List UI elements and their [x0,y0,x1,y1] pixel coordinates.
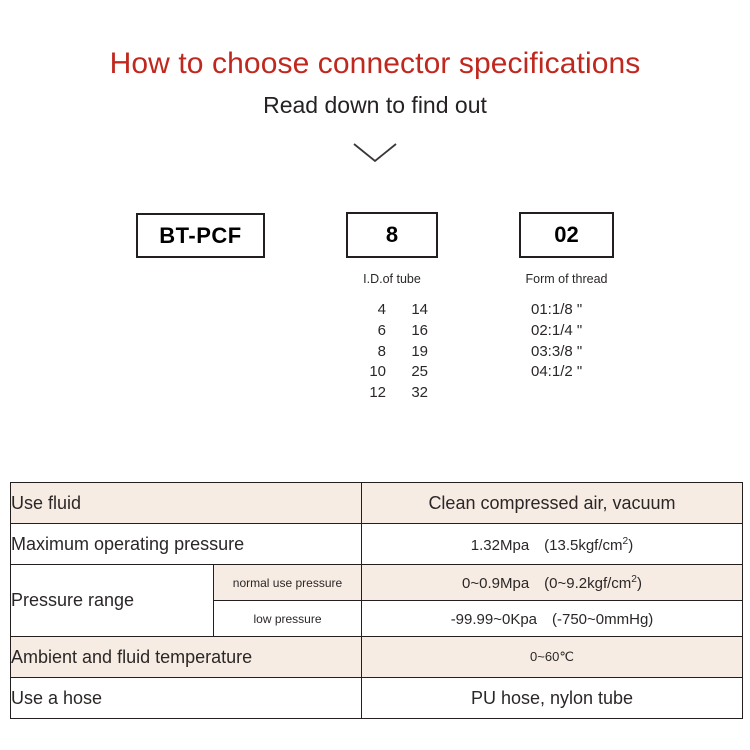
row-value: 0~60℃ [361,636,743,678]
row-label: Pressure range [10,564,214,637]
tube-od: 25 [411,363,428,381]
thread-form-item: 03:3/8 " [531,342,583,360]
code-box-tube-size: 8 [346,212,438,258]
row-value: PU hose, nylon tube [361,677,743,719]
thread-form-item: 02:1/4 " [531,321,583,339]
value-tail: ) [628,536,634,554]
tube-size-list: 4 14 6 16 8 19 10 25 12 32 [352,300,428,404]
tube-size-row: 8 19 [352,342,428,363]
tube-od: 16 [411,321,428,339]
code-box-thread-form: 02 [519,212,614,258]
sub-row-value: -99.99~0Kpa (-750~0mmHg) [361,600,743,637]
table-row: Ambient and fluid temperature 0~60℃ [10,636,743,678]
page-subtitle: Read down to find out [263,92,487,118]
tube-size-row: 6 16 [352,321,428,342]
row-label: Use a hose [10,677,362,719]
value-tail: ) [636,575,642,592]
sub-row-label: normal use pressure [213,564,362,601]
tube-size-row: 12 32 [352,383,428,404]
tube-id: 6 [377,321,386,339]
thread-form-item: 04:1/2 " [531,363,583,381]
caption-tube-size: I.D.of tube [363,272,421,286]
value-superscript: 2 [631,574,637,585]
table-row: Use fluid Clean compressed air, vacuum [10,482,743,524]
thread-form-item: 01:1/8 " [531,301,583,318]
tube-od: 14 [411,301,428,318]
caption-thread-form: Form of thread [525,272,608,286]
tube-size-row: 10 25 [352,362,428,383]
table-row: Maximum operating pressure 1.32Mpa (13.5… [10,523,743,565]
code-box-series: BT-PCF [136,213,265,258]
row-value: Clean compressed air, vacuum [361,482,743,524]
row-label: Ambient and fluid temperature [10,636,362,678]
table-row: Use a hose PU hose, nylon tube [10,677,743,719]
value-text: 1.32Mpa (13.5kgf/cm [470,536,623,554]
chevron-down-icon [352,142,398,164]
row-value: 1.32Mpa (13.5kgf/cm2) [361,523,743,565]
specification-table: Use fluid Clean compressed air, vacuum M… [10,482,743,719]
row-label: Maximum operating pressure [10,523,362,565]
value-text: 0~0.9Mpa (0~9.2kgf/cm [462,575,632,592]
table-row: Pressure range normal use pressure 0~0.9… [10,564,743,637]
row-label: Use fluid [10,482,362,524]
value-superscript: 2 [622,535,629,547]
page-title: How to choose connector specifications [109,47,641,80]
tube-od: 19 [411,342,428,360]
tube-size-row: 4 14 [352,300,428,321]
tube-id: 4 [377,301,386,318]
tube-id: 8 [377,342,386,360]
sub-row-value: 0~0.9Mpa (0~9.2kgf/cm2) [361,564,743,601]
sub-row-label: low pressure [213,600,362,637]
tube-id: 12 [369,384,386,402]
tube-id: 10 [369,363,386,381]
thread-form-list: 01:1/8 " 02:1/4 " 03:3/8 " 04:1/2 " [531,300,582,383]
tube-od: 32 [411,384,428,402]
